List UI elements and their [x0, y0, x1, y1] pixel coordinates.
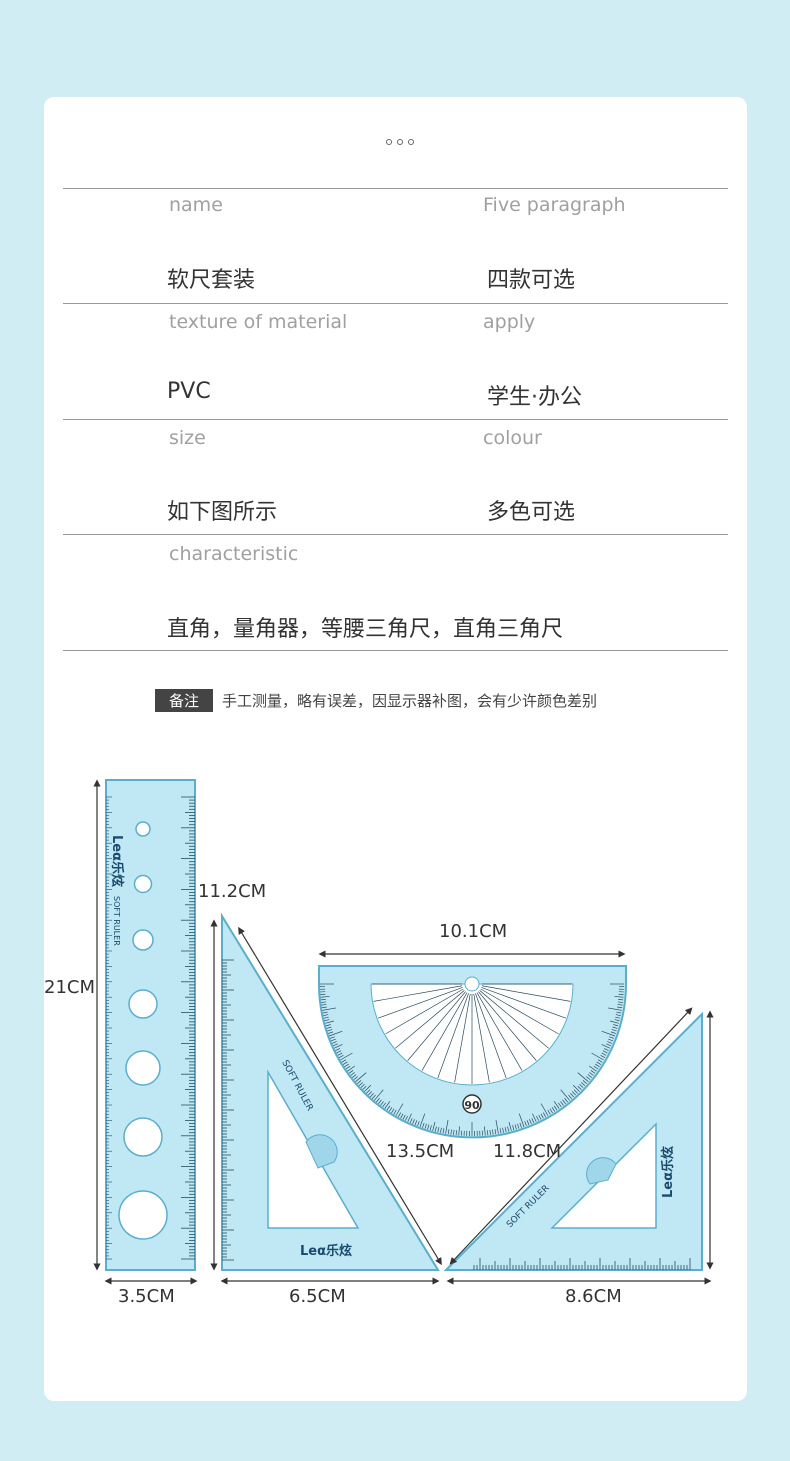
tick-mark	[618, 999, 624, 1001]
spec-value: 直角，量角器，等腰三角尺，直角三角尺	[167, 617, 564, 642]
spec-label: characteristic	[169, 543, 299, 565]
spec-label: colour	[483, 427, 542, 449]
spec-value: PVC	[167, 379, 211, 404]
note-line: 备注 手工测量，略有误差，因显示器补图，会有少许颜色差别	[155, 689, 597, 712]
tick-mark	[617, 1004, 623, 1006]
spec-value: 如下图所示	[167, 500, 278, 525]
spec-value: 多色可选	[487, 500, 576, 525]
brand-logo: Leα乐炫	[660, 1146, 676, 1198]
straight-ruler: Leα乐炫 SOFT RULER	[105, 779, 196, 1271]
spec-label: texture of material	[169, 311, 348, 333]
note-tag: 备注	[155, 689, 214, 712]
note-text: 手工测量，略有误差，因显示器补图，会有少许颜色差别	[222, 692, 598, 710]
brand-logo: Leα乐炫	[300, 1243, 352, 1259]
tick-mark	[614, 996, 624, 998]
table-divider	[63, 650, 728, 651]
spec-value: 学生·办公	[487, 385, 582, 410]
table-divider	[63, 534, 728, 535]
table-divider	[63, 303, 728, 304]
dim-triangle1-width: 6.5CM	[289, 1286, 346, 1307]
tick-mark	[617, 1001, 623, 1003]
table-divider	[63, 419, 728, 420]
protractor: 90	[318, 965, 627, 1139]
spec-label: size	[169, 427, 206, 449]
table-divider	[63, 188, 728, 189]
dim-triangle1-height: 11.2CM	[198, 881, 267, 902]
spec-label: name	[169, 194, 223, 216]
spec-value: 软尺套装	[167, 268, 256, 293]
protractor-center-mark: 90	[464, 1099, 480, 1112]
tick-mark	[442, 1128, 445, 1134]
spec-label: apply	[483, 311, 536, 333]
spec-value: 四款可选	[487, 268, 576, 293]
dim-ruler-width: 3.5CM	[118, 1286, 175, 1307]
spec-label: Five paragraph	[483, 194, 626, 216]
dim-hypotenuse-left: 13.5CM	[386, 1141, 455, 1162]
tick-mark	[481, 985, 571, 1002]
dim-protractor-width: 10.1CM	[439, 921, 508, 942]
dim-hypotenuse-right: 11.8CM	[493, 1141, 562, 1162]
dim-ruler-height: 21CM	[44, 977, 96, 998]
tick-mark	[445, 1119, 449, 1134]
dim-triangle2-width: 8.6CM	[565, 1286, 622, 1307]
brand-logo: Leα乐炫	[109, 835, 125, 887]
soft-ruler-label: SOFT RULER	[112, 896, 121, 946]
more-dots-icon	[386, 139, 414, 145]
tick-mark	[447, 1129, 450, 1135]
